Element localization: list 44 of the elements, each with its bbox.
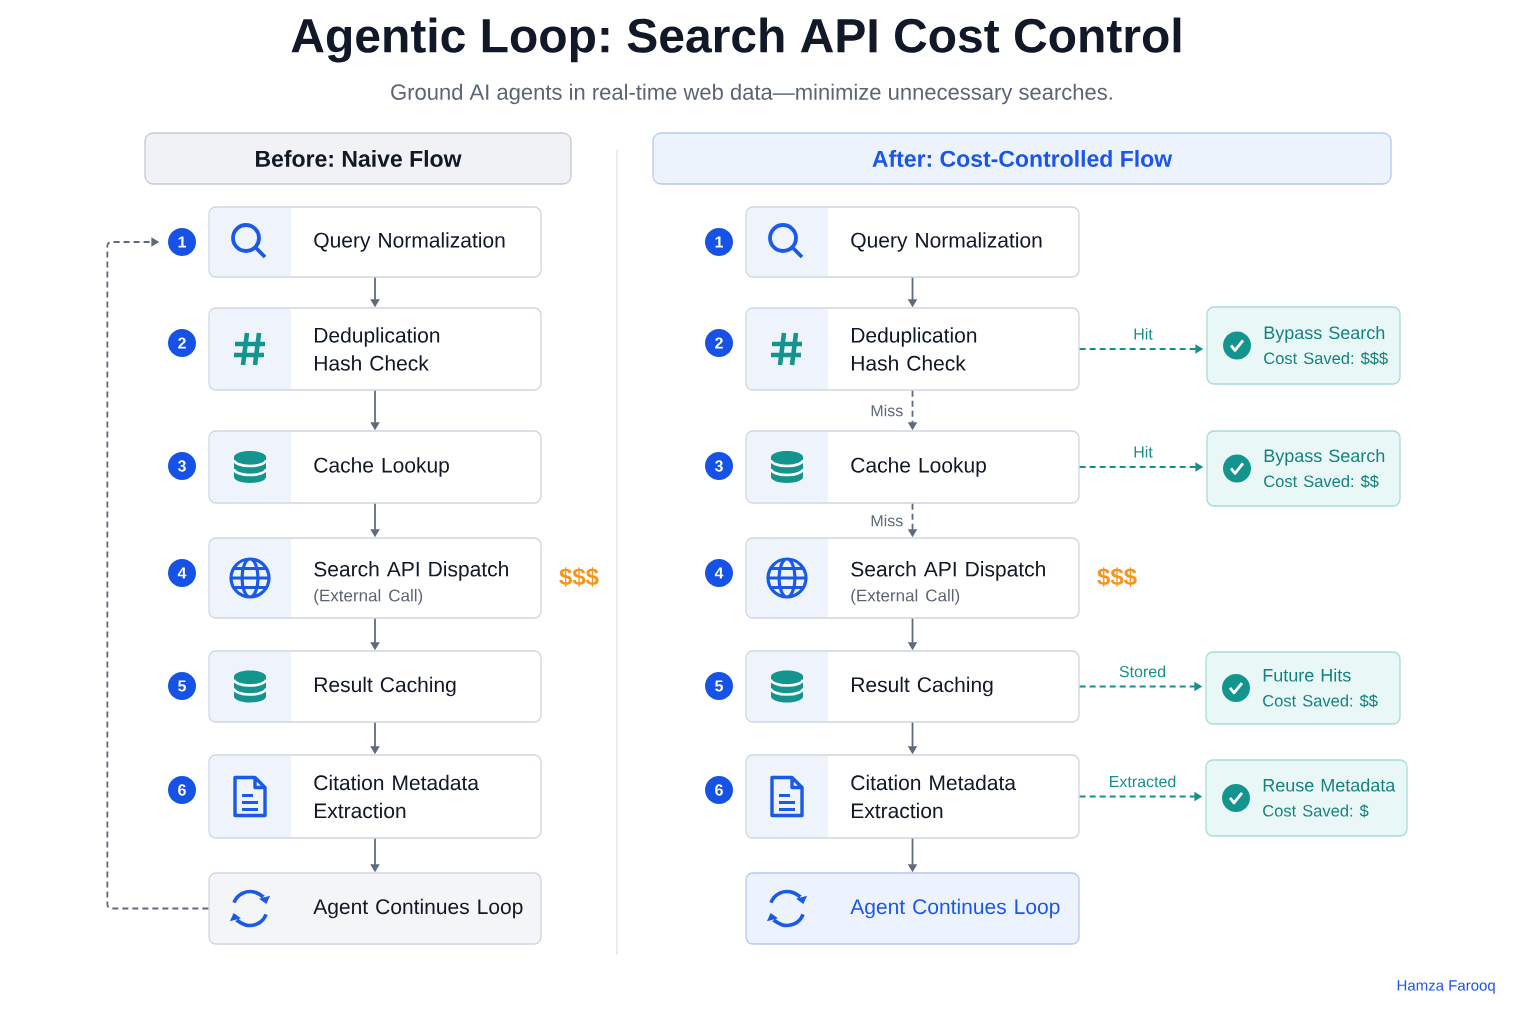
process-box: Cache Lookup [208,430,542,504]
step-number: 4 [168,559,196,587]
edge-label: Extracted [1106,773,1179,790]
edge-label: Miss [868,402,906,419]
step-number: 3 [705,452,733,480]
result-box: Bypass Search Cost Saved: $$ [1206,430,1401,507]
process-box: Agent Continues Loop [208,872,542,945]
step-number: 3 [168,452,196,480]
cost-label: $$$ [559,567,599,587]
process-box: Search API Dispatch (External Call) [745,537,1080,619]
subtitle: Ground AI agents in real-time web data—minimize unnecessary searches. [391,83,1112,105]
process-box: Cache Lookup [745,430,1080,504]
process-box: Search API Dispatch (External Call) [208,537,542,619]
process-box: Query Normalization [745,206,1080,278]
edge-label: Hit [1131,444,1155,460]
credit-text: Hamza Farooq [1397,980,1495,994]
result-box: Future Hits Cost Saved: $$ [1205,651,1401,725]
process-box: Result Caching [745,650,1080,723]
header-band: After: Cost-Controlled Flow [652,132,1392,185]
edge-label: Stored [1116,663,1169,680]
process-box: Query Normalization [208,206,542,278]
step-number: 1 [705,228,733,256]
step-number: 2 [168,329,196,357]
process-box: Agent Continues Loop [745,872,1080,945]
step-number: 6 [168,776,196,804]
process-box: Deduplication Hash Check [208,307,542,391]
step-number: 4 [705,559,733,587]
step-number: 5 [168,672,196,700]
edge-label: Hit [1131,326,1155,342]
title: Agentic Loop: Search API Cost Control [291,17,1181,63]
dashed-arrow [106,237,210,910]
step-number: 6 [705,776,733,804]
step-number: 1 [168,228,196,256]
result-box: Bypass Search Cost Saved: $$$ [1206,306,1401,385]
cost-label: $$$ [1097,567,1137,587]
header-band: Before: Naive Flow [144,132,572,185]
result-box: Reuse Metadata Cost Saved: $ [1205,759,1408,837]
process-box: Citation Metadata Extraction [208,754,542,839]
edge-label: Miss [868,512,906,529]
process-box: Citation Metadata Extraction [745,754,1080,839]
process-box: Deduplication Hash Check [745,307,1080,391]
step-number: 5 [705,672,733,700]
step-number: 2 [705,329,733,357]
process-box: Result Caching [208,650,542,723]
